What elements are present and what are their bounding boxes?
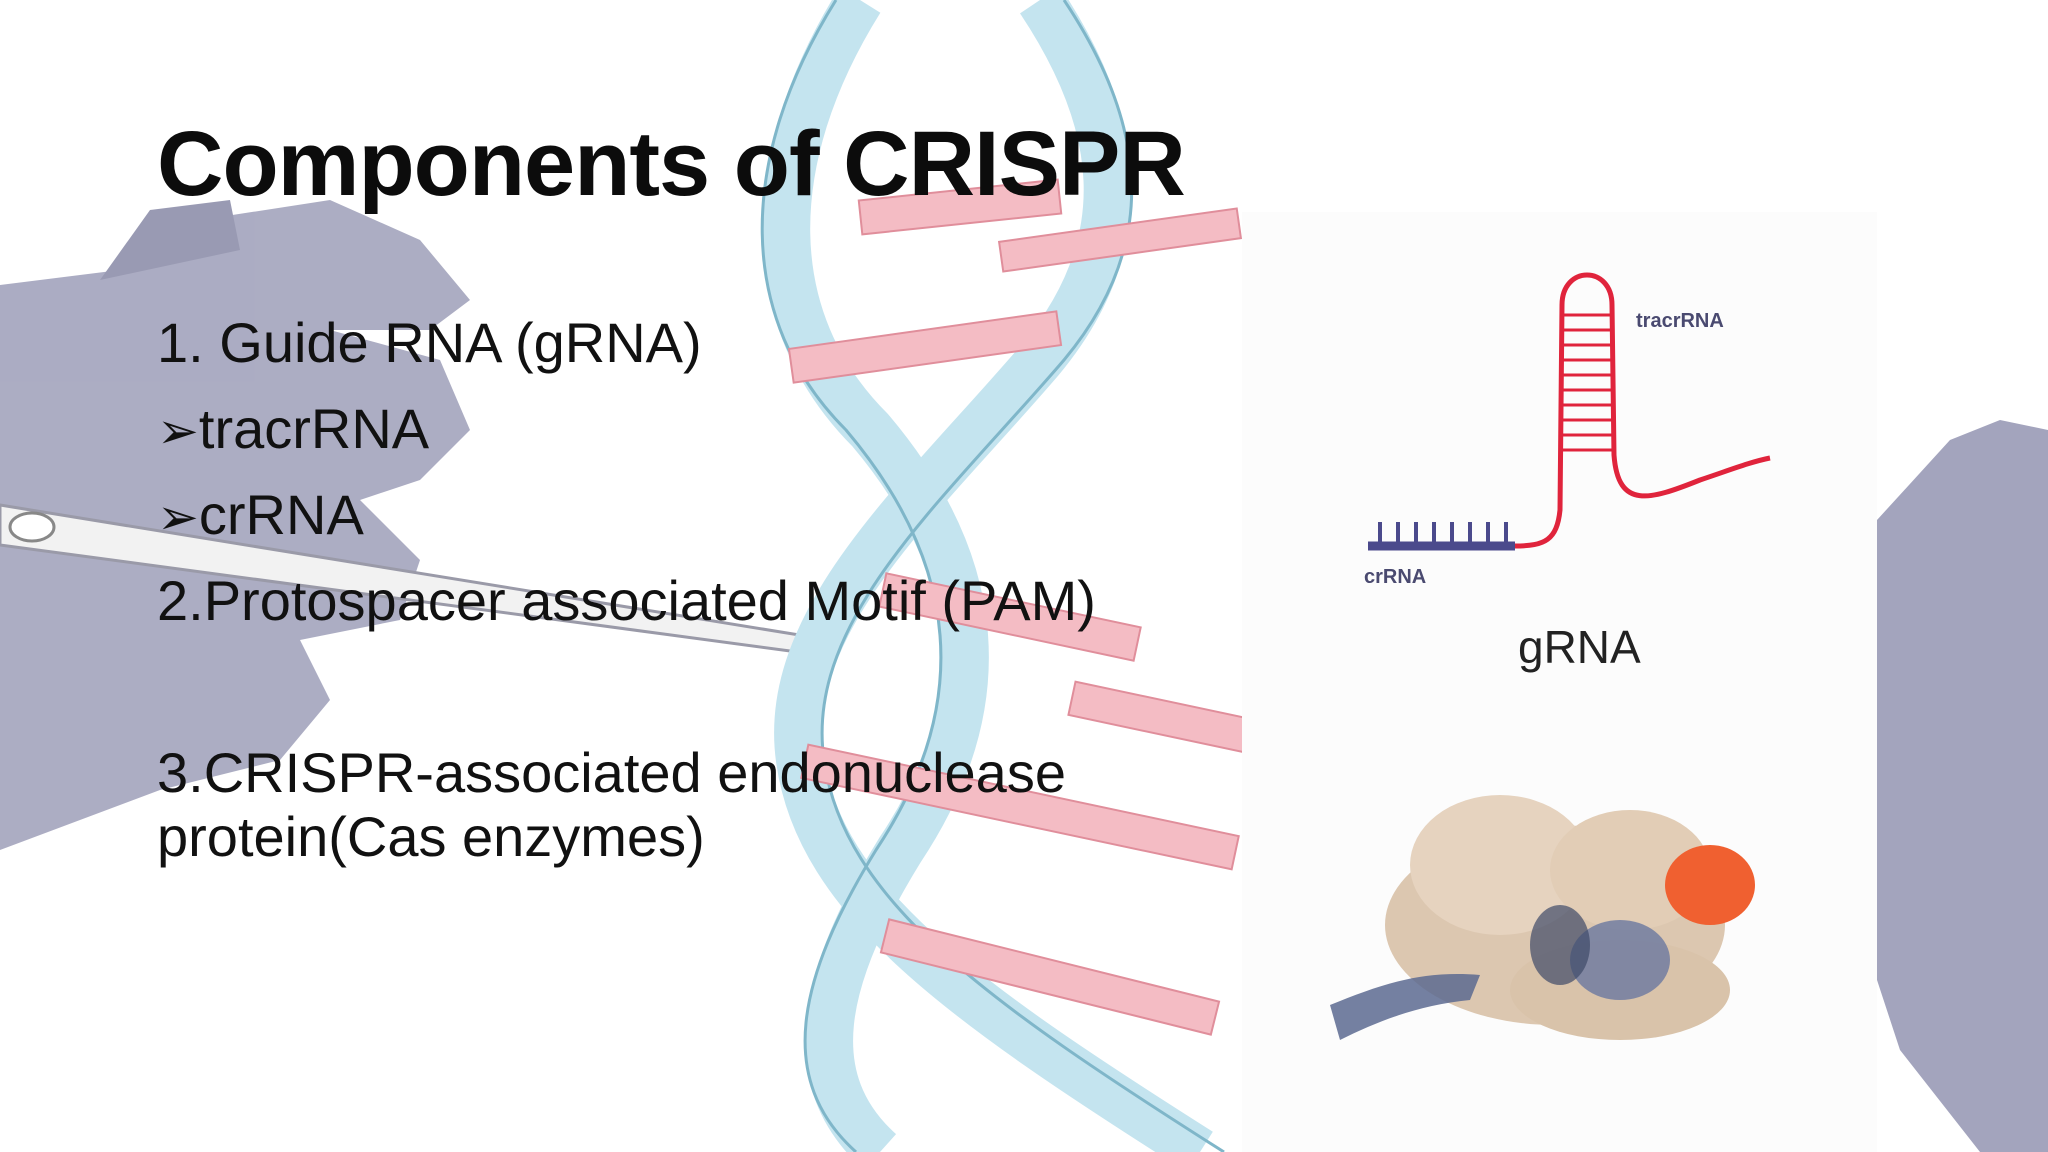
list-item-text: 3.CRISPR-associated endonuclease: [157, 741, 1066, 804]
list-item-text: crRNA: [198, 483, 364, 546]
list-item-pam: 2.Protospacer associated Motif (PAM): [157, 570, 1096, 632]
arrow-bullet-icon: ➢: [157, 403, 199, 459]
crrna-label: crRNA: [1364, 566, 1427, 588]
tracrrna-label: tracrRNA: [1636, 310, 1724, 332]
list-item-crrna: ➢crRNA: [157, 484, 364, 546]
hairpin-rungs: [1562, 313, 1612, 452]
glove-hand-illustration: [0, 200, 470, 850]
list-item-tracrrna: ➢tracrRNA: [157, 398, 429, 460]
crrna-strand: [1368, 522, 1515, 551]
tracrrna-hairpin: [1514, 272, 1771, 549]
list-item-cas-line2: protein(Cas enzymes): [157, 806, 705, 868]
list-item-guide-rna: 1. Guide RNA (gRNA): [157, 312, 702, 374]
list-item-text: 2.Protospacer associated Motif (PAM): [157, 569, 1096, 632]
cas-protein-illustration: [1330, 795, 1755, 1040]
list-item-text: tracrRNA: [198, 397, 430, 460]
slide-title: Components of CRISPR: [157, 113, 1186, 215]
list-item-text: 1. Guide RNA (gRNA): [157, 311, 702, 374]
dna-base-pairs: [787, 178, 1253, 1036]
arrow-bullet-icon: ➢: [157, 489, 199, 545]
list-item-cas-line1: 3.CRISPR-associated endonuclease: [157, 742, 1066, 804]
grna-label: gRNA: [1518, 621, 1641, 673]
list-item-text: protein(Cas enzymes): [157, 805, 705, 868]
glove-hand-right: [1877, 420, 2048, 1152]
